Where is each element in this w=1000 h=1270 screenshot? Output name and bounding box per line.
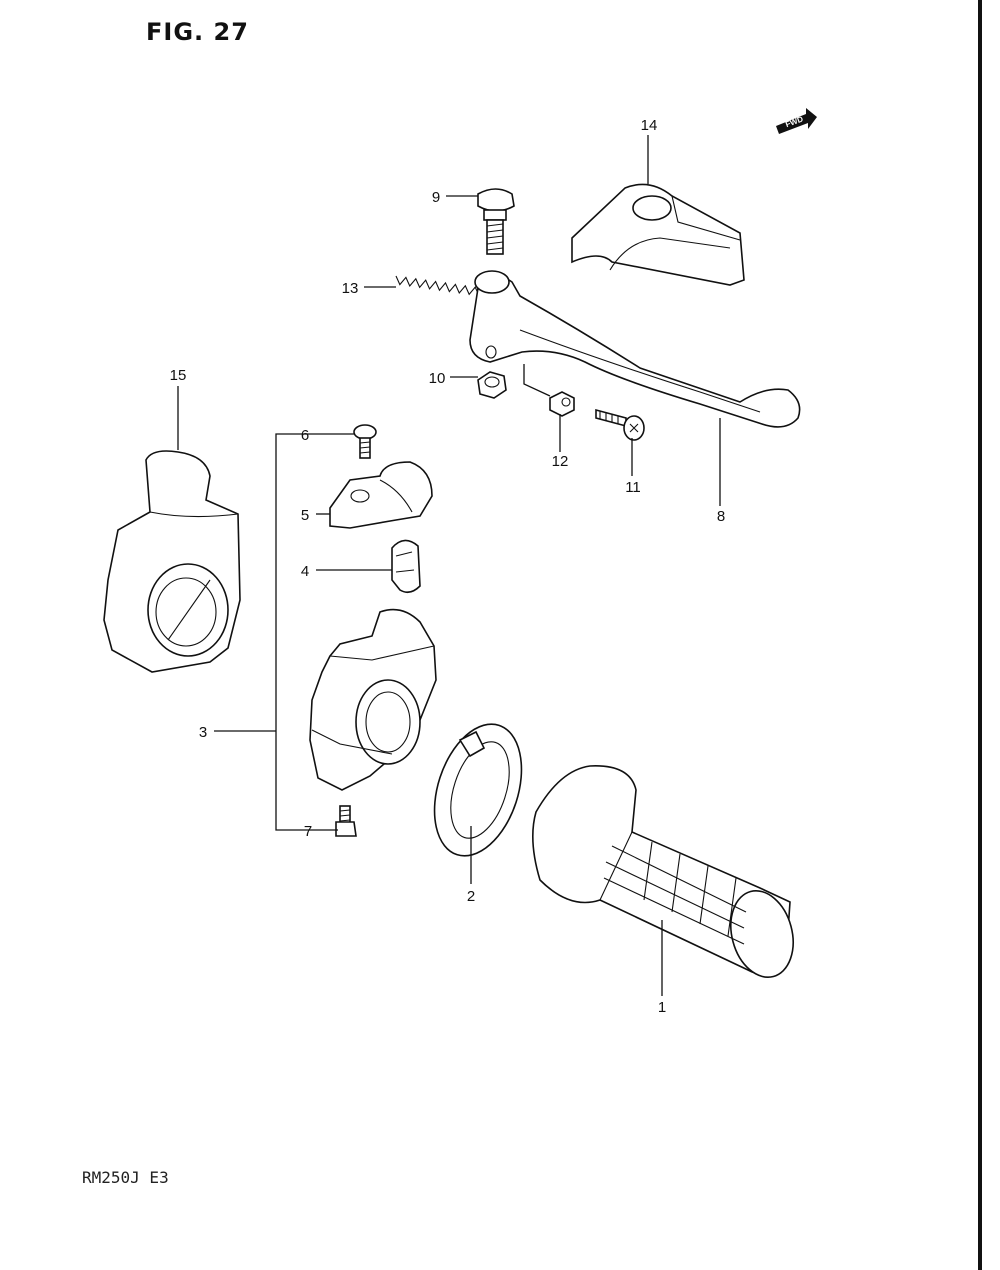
pivot-bolt-part bbox=[477, 188, 515, 255]
page-border-line bbox=[978, 0, 982, 1270]
adjuster-nut-part bbox=[549, 391, 575, 417]
holder-cover-part bbox=[103, 450, 241, 673]
callout-8: 8 bbox=[717, 508, 725, 525]
holder-screw-part bbox=[335, 805, 357, 837]
leader-lines bbox=[177, 135, 721, 996]
clutch-lever-part bbox=[469, 270, 801, 428]
pivot-nut-part bbox=[477, 371, 507, 399]
callout-3: 3 bbox=[199, 724, 207, 741]
callout-15: 15 bbox=[170, 367, 187, 384]
fwd-direction-badge: FWD bbox=[776, 108, 817, 134]
clamp-screw-part bbox=[353, 424, 377, 459]
figure-title: FIG. 27 bbox=[146, 18, 249, 46]
callout-7: 7 bbox=[304, 823, 312, 840]
spring-part bbox=[395, 275, 490, 298]
adjuster-screw-part bbox=[595, 408, 645, 441]
lever-holder-part bbox=[309, 608, 437, 791]
callout-5: 5 bbox=[301, 507, 309, 524]
callout-6: 6 bbox=[301, 427, 309, 444]
lever-cover-part bbox=[571, 183, 745, 286]
model-code: RM250J E3 bbox=[82, 1168, 169, 1187]
callout-10: 10 bbox=[429, 370, 446, 387]
callout-12: 12 bbox=[552, 453, 569, 470]
callout-13: 13 bbox=[342, 280, 359, 297]
callout-14: 14 bbox=[641, 117, 658, 134]
grip-part bbox=[532, 765, 794, 979]
ring-part bbox=[433, 723, 523, 857]
callout-2: 2 bbox=[467, 888, 475, 905]
callout-11: 11 bbox=[625, 479, 641, 496]
callout-4: 4 bbox=[301, 563, 309, 580]
callout-9: 9 bbox=[432, 189, 440, 206]
holder-clamp-part bbox=[329, 461, 433, 529]
cable-clip-part bbox=[391, 539, 421, 594]
callout-1: 1 bbox=[658, 999, 666, 1016]
callout-labels: 1 2 3 4 5 6 7 8 9 10 11 12 13 14 15 bbox=[170, 117, 726, 1016]
